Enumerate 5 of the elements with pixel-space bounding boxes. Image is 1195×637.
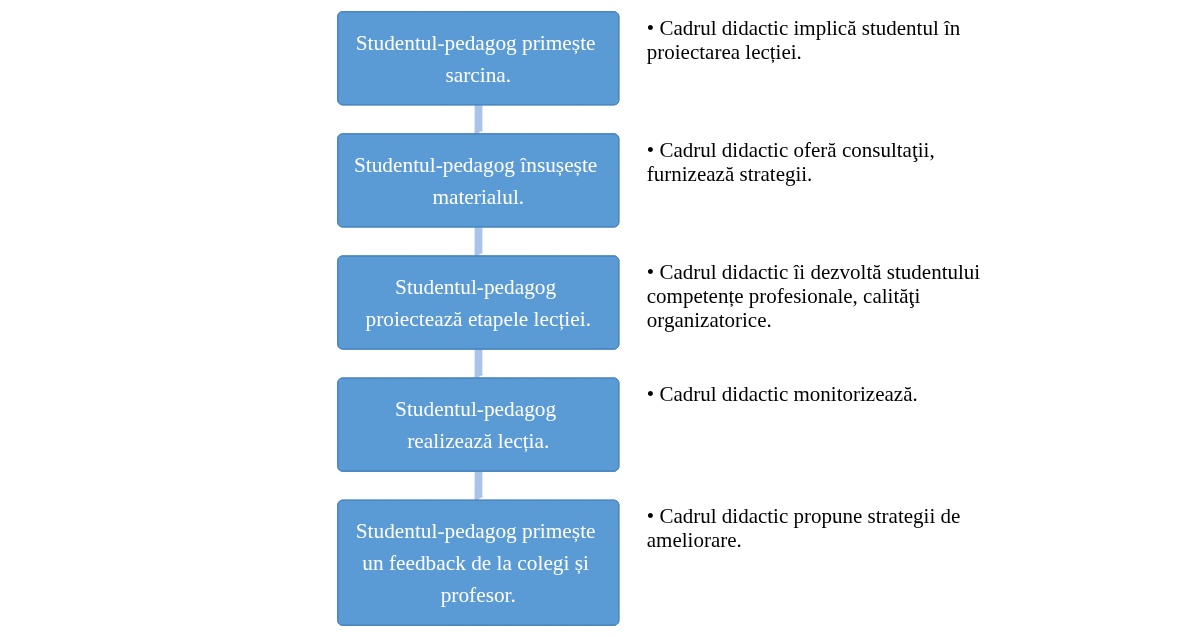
- bullet-note: • Cadrul didactic îi dezvoltă studentului competențe profesionale, calităţi organizatorice.: [646, 260, 982, 333]
- bullet-note: • Cadrul didactic propune strategii de ameliorare.: [646, 504, 962, 553]
- bullet-note: • Cadrul didactic monitorizează.: [646, 382, 919, 407]
- bullet-note: • Cadrul didactic implică studentul în proiectarea lecției.: [646, 15, 962, 65]
- bullet-note: • Cadrul didactic oferă consultaţii, furnizează strategii.: [646, 137, 936, 187]
